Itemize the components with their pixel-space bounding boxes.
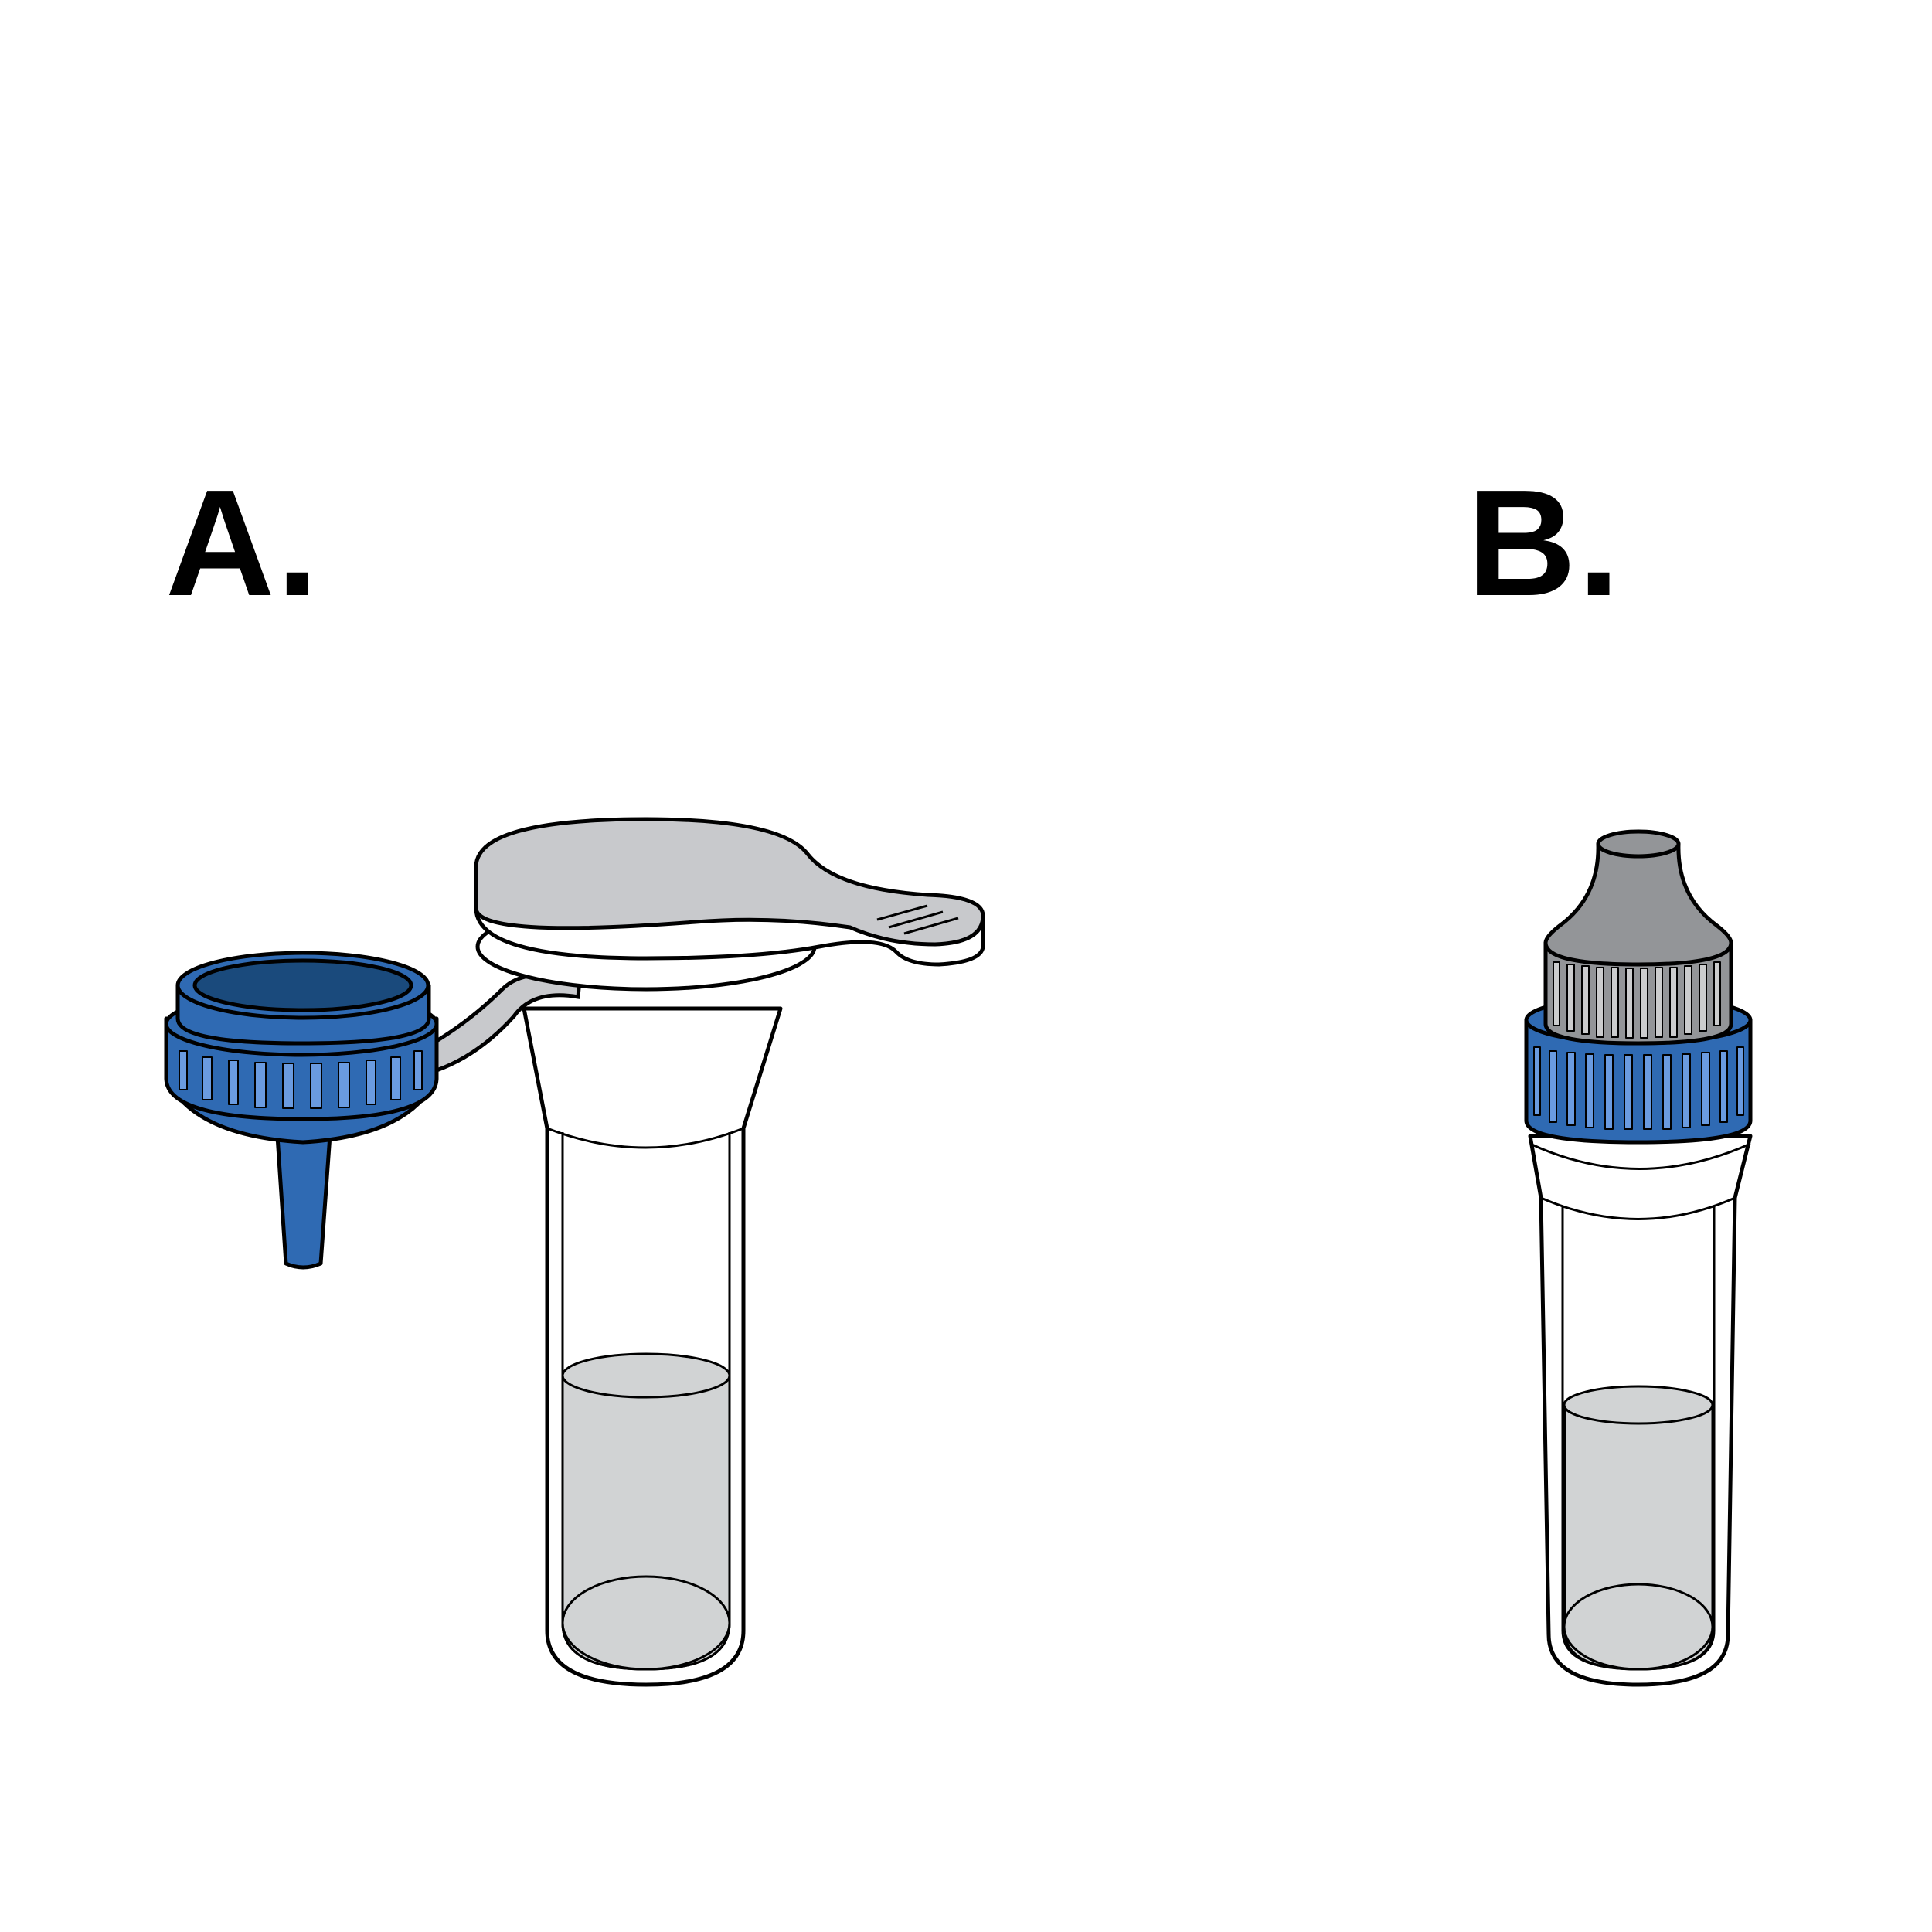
cap-b-gray-ribs [1553, 961, 1721, 1039]
cap-a-ribs [179, 1050, 423, 1109]
cap-b-blue-ribs [1533, 1046, 1744, 1130]
tube-a-body [522, 1006, 783, 1687]
blue-filter-cap [164, 951, 439, 1270]
tube-a-lid [474, 817, 985, 992]
panel-b-label: B. [1467, 458, 1621, 628]
tube-b-body [1528, 1134, 1753, 1687]
tube-b-gray-cap [1543, 829, 1733, 1046]
panel-a-label: A. [165, 458, 320, 628]
tube-a-illustration [164, 817, 985, 1687]
hinge-strap [430, 972, 582, 1073]
tube-b-illustration [1524, 829, 1753, 1687]
